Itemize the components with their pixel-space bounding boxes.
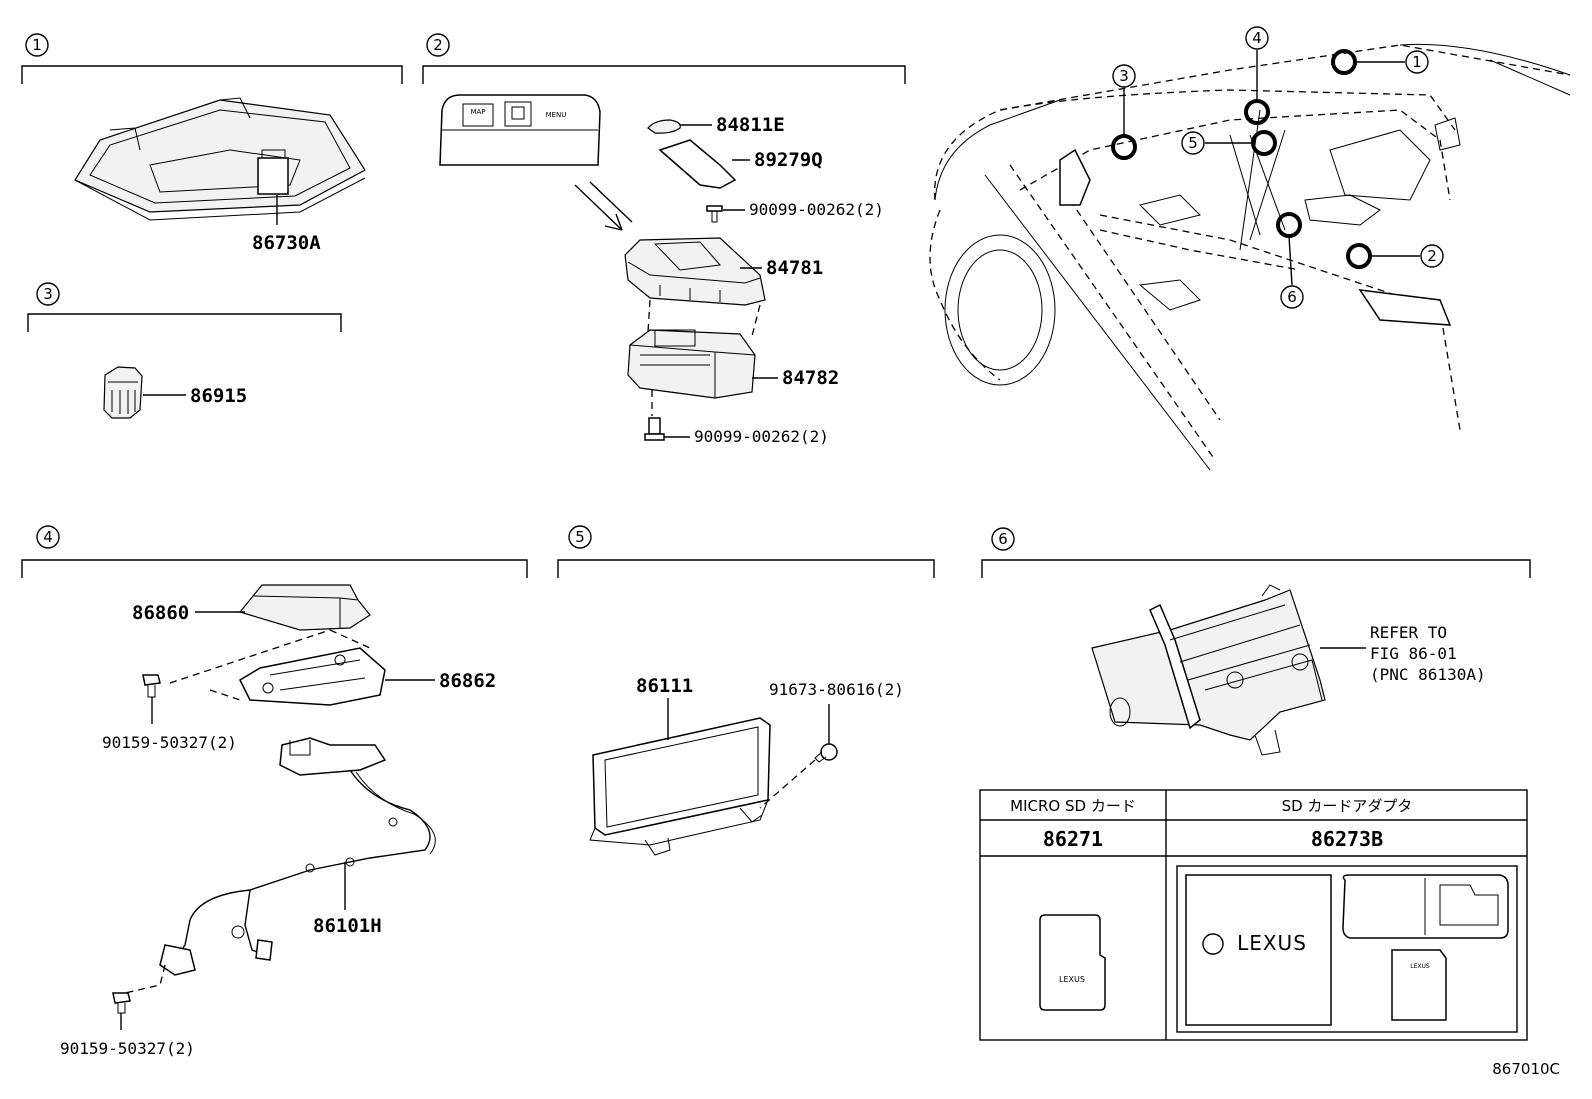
screw-drawing	[814, 743, 838, 763]
location-marker-4	[1244, 99, 1270, 125]
sd-adapter-package-drawing: LEXUS LEXUS	[1176, 865, 1518, 1033]
refer-line-3: (PNC 86130A)	[1370, 665, 1486, 684]
part-number-label: 86862	[439, 670, 496, 692]
table-row-divider	[980, 819, 1527, 857]
arrow-stroke	[589, 181, 633, 223]
callout-number: 1	[1412, 53, 1422, 71]
part-number-label: 84782	[782, 367, 839, 389]
table-part-sd-adapter: 86273B	[1311, 827, 1383, 851]
refer-line-2: FIG 86-01	[1370, 644, 1457, 663]
part-number-label: 86730A	[252, 232, 321, 254]
knob-cap-drawing	[647, 119, 681, 134]
part-number-label: 90099-00262(2)	[749, 200, 884, 219]
control-panel-drawing: MAP MENU	[439, 94, 601, 166]
section-number-badge	[991, 527, 1015, 551]
bolt-drawing	[112, 992, 131, 1014]
section-bracket	[21, 65, 403, 84]
section-number: 5	[575, 528, 585, 546]
wire-harness-drawing	[159, 737, 436, 976]
bolt-drawing	[142, 674, 161, 698]
section-number: 4	[43, 528, 53, 546]
part-number-label: 84781	[766, 257, 823, 279]
part-number-label: 86101H	[313, 915, 382, 937]
bracket-drawing	[239, 647, 386, 706]
section-number: 3	[43, 285, 53, 303]
assembly-line	[124, 964, 166, 994]
assembly-line	[759, 759, 816, 809]
section-1: 1 86730A	[21, 33, 403, 254]
arrow-head	[604, 213, 623, 231]
table-border	[979, 789, 1528, 1041]
menu-button-label: MENU	[546, 111, 567, 119]
section-6: 6 REFER TO FIG 86-01 (PNC 86130A)	[981, 527, 1531, 756]
lamp-drawing	[103, 366, 143, 419]
callout-number: 2	[1427, 247, 1437, 265]
micro-sd-brand: LEXUS	[1059, 975, 1085, 984]
table-header-sd-adapter: SD カードアダプタ	[1282, 797, 1413, 815]
section-4: 4 86860 86862 90159-50327(2)	[21, 525, 528, 1058]
section-2: 2 MAP MENU 84811E 89279Q 90	[422, 33, 906, 446]
direction-arrow	[574, 184, 623, 231]
assembly-line	[209, 689, 241, 701]
package-brand: LEXUS	[1237, 931, 1307, 955]
display-drawing	[589, 717, 771, 856]
part-number-label: 89279Q	[754, 149, 823, 171]
section-bracket	[422, 65, 906, 84]
audio-unit-drawing	[1091, 584, 1326, 756]
callout-number: 6	[1287, 288, 1297, 306]
section-number-badge	[36, 525, 60, 549]
part-number-label: 84811E	[716, 114, 785, 136]
location-marker-6	[1276, 212, 1302, 238]
controller-base-drawing	[627, 329, 756, 399]
callout-number: 5	[1188, 134, 1198, 152]
part-number-label: 86111	[636, 675, 693, 697]
section-number-badge	[568, 525, 592, 549]
location-marker-2	[1346, 243, 1372, 269]
screw-drawing	[706, 205, 723, 223]
section-5: 5 86111 91673-80616(2)	[557, 525, 935, 856]
section-number-badge	[36, 282, 60, 306]
location-marker-1	[1331, 49, 1357, 75]
assembly-line	[647, 299, 761, 337]
location-marker-5	[1251, 130, 1277, 156]
adapter-brand: LEXUS	[1410, 963, 1430, 970]
part-number-label: 91673-80616(2)	[769, 680, 904, 699]
callout-number: 4	[1252, 29, 1262, 47]
section-number: 2	[433, 36, 443, 54]
screw-drawing	[644, 417, 665, 441]
section-bracket	[981, 559, 1531, 578]
part-number-label: 90159-50327(2)	[60, 1039, 195, 1058]
location-markers: 1 2 3 4 5 6	[1111, 26, 1444, 309]
location-marker-3	[1111, 134, 1137, 160]
controller-body-drawing	[624, 237, 766, 306]
airbag-sensor-drawing	[238, 584, 371, 631]
part-number-label: 86915	[190, 385, 247, 407]
section-3: 3 86915	[27, 282, 342, 419]
overhead-console-drawing	[74, 97, 366, 221]
callout-number: 3	[1119, 67, 1129, 85]
section-number: 1	[32, 36, 42, 54]
part-number-label: 90159-50327(2)	[102, 733, 237, 752]
assembly-line	[169, 629, 371, 684]
table-part-micro-sd: 86271	[1043, 827, 1103, 851]
table-header-micro-sd: MICRO SD カード	[1010, 797, 1136, 815]
micro-sd-card-drawing: LEXUS	[1039, 914, 1106, 1011]
refer-line-1: REFER TO	[1370, 623, 1447, 642]
vehicle-interior-drawing	[929, 43, 1571, 471]
part-number-label: 90099-00262(2)	[694, 427, 829, 446]
section-number-badge	[25, 33, 49, 57]
section-number-badge	[426, 33, 450, 57]
sd-card-table: MICRO SD カード SD カードアダプタ 86271 86273B LEX…	[979, 789, 1528, 1041]
section-bracket	[21, 559, 528, 578]
section-bracket	[27, 313, 342, 332]
section-bracket	[557, 559, 935, 578]
map-button-label: MAP	[470, 108, 485, 116]
part-number-label: 86860	[132, 602, 189, 624]
knob-drawing	[658, 139, 737, 189]
section-number: 6	[998, 530, 1008, 548]
figure-code: 867010C	[1492, 1060, 1560, 1078]
